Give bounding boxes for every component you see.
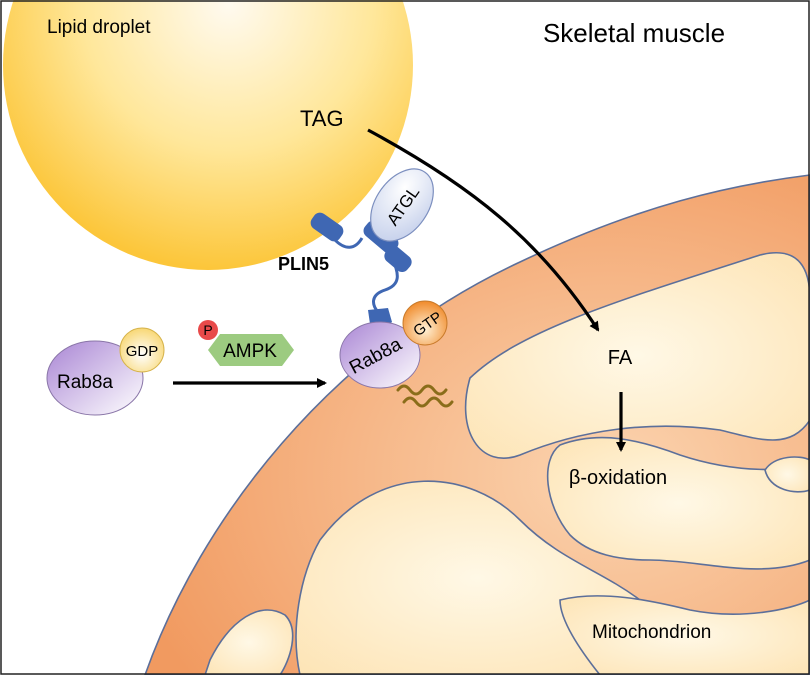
label-phospho: P <box>203 322 212 338</box>
membrane-anchor <box>396 384 454 408</box>
tag-to-fa-arrow <box>367 128 600 332</box>
title-skeletal-muscle: Skeletal muscle <box>543 18 725 48</box>
lipid-droplet <box>3 0 413 270</box>
label-tag: TAG <box>300 106 344 131</box>
rab8a-gdp-body <box>46 340 144 416</box>
label-plin5: PLIN5 <box>278 254 329 274</box>
phospho-badge <box>198 320 218 340</box>
label-mitochondrion: Mitochondrion <box>592 622 711 643</box>
gtp-badge <box>402 300 448 346</box>
label-rab8a-left: Rab8a <box>57 372 113 393</box>
label-gdp: GDP <box>126 343 159 360</box>
ampk-kinase <box>208 334 294 366</box>
gdp-badge <box>119 327 165 373</box>
rab8a-gtp-body <box>339 321 421 389</box>
label-ampk: AMPK <box>223 341 277 362</box>
label-fa: FA <box>608 347 633 369</box>
mitochondrion-cristae <box>204 252 810 675</box>
atgl-protein <box>370 168 434 242</box>
label-beta-oxidation: β-oxidation <box>569 467 667 489</box>
label-lipid-droplet: Lipid droplet <box>47 17 151 38</box>
